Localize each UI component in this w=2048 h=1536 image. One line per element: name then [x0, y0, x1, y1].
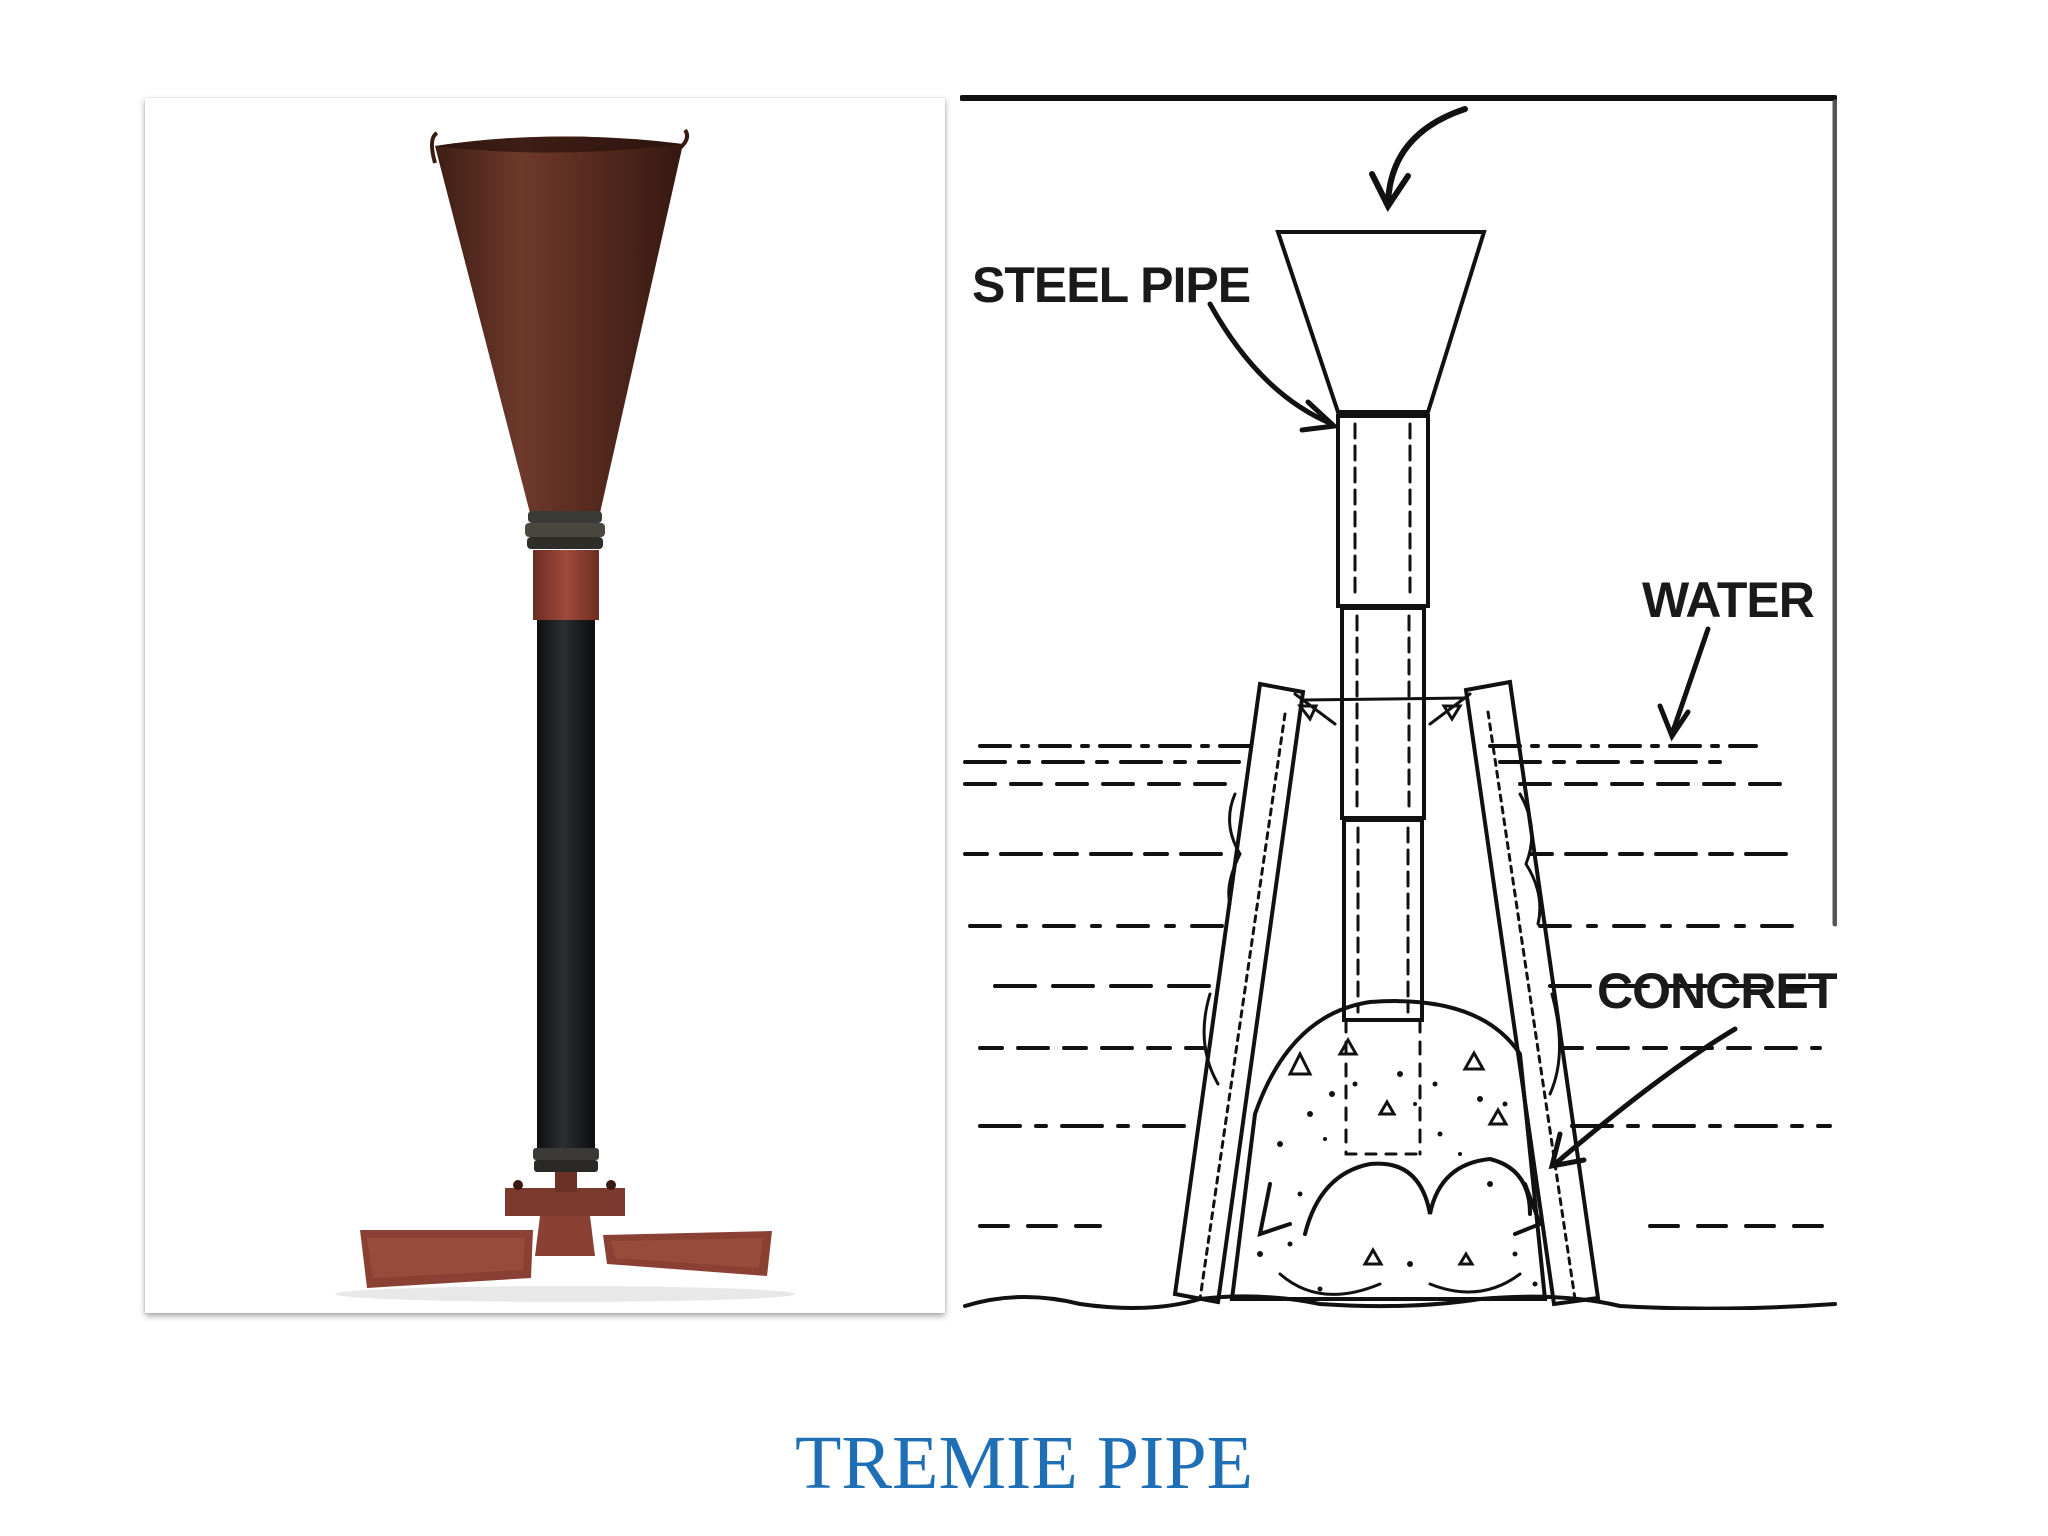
cofferdam-right-wall: [1463, 679, 1601, 1307]
pour-arrowhead: [1369, 171, 1411, 212]
pipe-body: [537, 620, 595, 1150]
hopper-handle-left: [430, 131, 439, 164]
pour-arrow: [1385, 106, 1468, 207]
base-plate: [505, 1188, 625, 1216]
tremie-pipe-illustration: [335, 128, 795, 1302]
base-stem: [535, 1216, 595, 1256]
steel-pipe-label: STEEL PIPE: [972, 257, 1250, 313]
diagram-hopper: [1275, 230, 1487, 414]
water-lines: [963, 744, 1832, 1228]
concrete-mound: [1229, 999, 1548, 1301]
pipe-section-3: [1342, 818, 1424, 1022]
cofferdam-left-wall: [1172, 681, 1306, 1305]
tremie-diagram-svg: STEEL PIPE WATER CONCRETE: [960, 95, 1837, 1310]
tremie-diagram: STEEL PIPE WATER CONCRETE: [960, 94, 1837, 1310]
concrete-label: CONCRETE: [1597, 963, 1837, 1019]
upper-collar: [533, 550, 599, 620]
water-leader: [1669, 626, 1711, 737]
concrete-leader: [1552, 1026, 1738, 1167]
hopper-ring: [528, 511, 602, 523]
pipe-section-1: [1336, 414, 1430, 608]
steel-pipe-leader: [1207, 301, 1335, 427]
ground-line: [963, 1294, 1837, 1310]
slide-title: TREMIE PIPE: [794, 1421, 1254, 1505]
water-label: WATER: [1642, 572, 1815, 628]
tremie-pipe-photo: [145, 98, 945, 1313]
pipe-section-2: [1340, 606, 1426, 820]
hopper-cone: [435, 136, 683, 513]
